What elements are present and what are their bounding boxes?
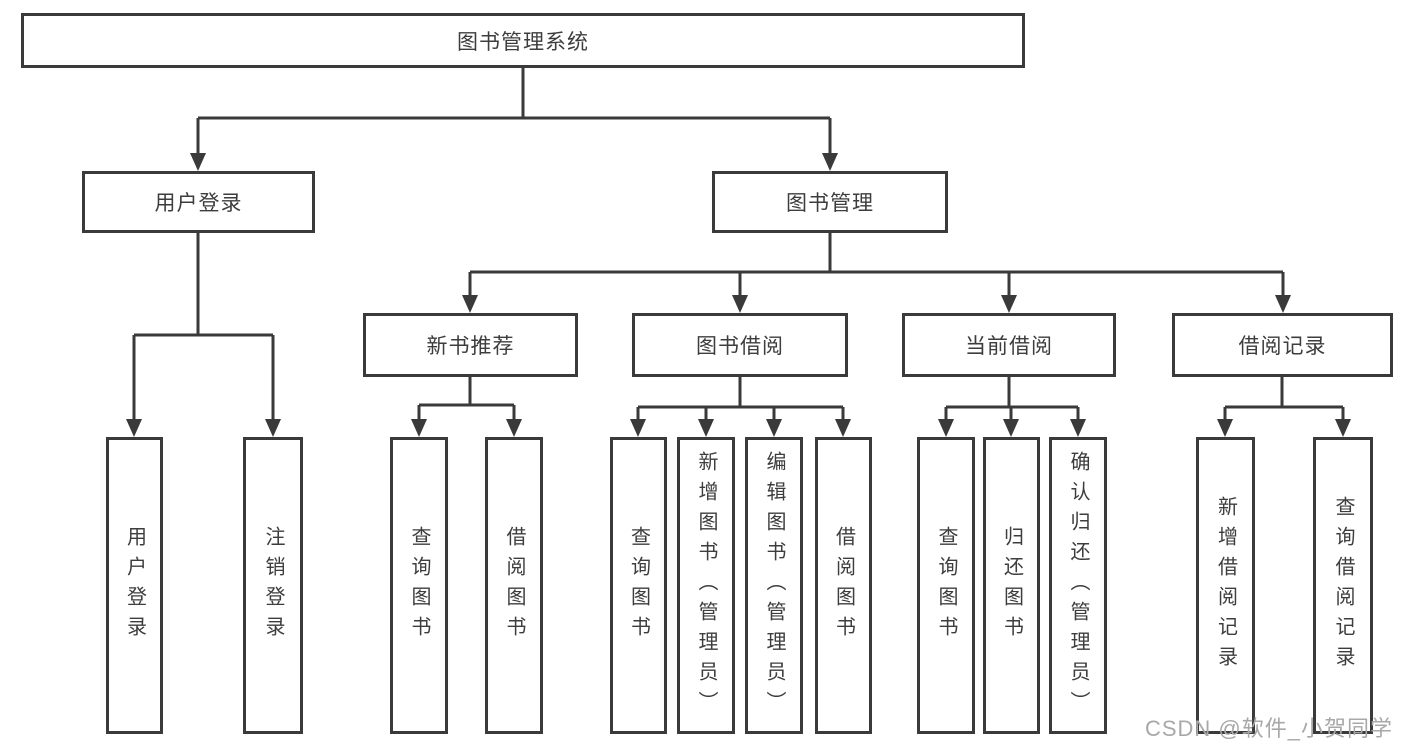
leaf-logout-label: 注销登录 [262,525,284,646]
leaf-edit-book-admin-label: 编辑图书（管理员） [763,450,785,721]
leaf-logout: 注销登录 [243,437,303,734]
leaf-borrow-books-borrowing-label: 借阅图书 [832,525,855,646]
leaf-add-borrow-record: 新增借阅记录 [1196,437,1255,734]
leaf-return-books: 归还图书 [983,437,1040,734]
node-system-root-label: 图书管理系统 [457,30,589,54]
node-new-book-recommendation-label: 新书推荐 [426,335,515,358]
leaf-confirm-return-admin-label: 确认归还（管理员） [1067,450,1089,721]
node-current-borrowing-label: 当前借阅 [965,335,1053,358]
leaf-edit-book-admin: 编辑图书（管理员） [745,437,803,734]
watermark: CSDN @软件_小贺同学 [1144,716,1393,741]
leaf-query-borrow-record: 查询借阅记录 [1313,437,1373,734]
leaf-borrow-books-borrowing: 借阅图书 [815,437,872,734]
leaf-add-borrow-record-label: 新增借阅记录 [1214,495,1237,676]
leaf-borrow-books-recommend-label: 借阅图书 [503,525,525,646]
leaf-query-books-recommend: 查询图书 [390,437,448,734]
node-borrowing-records-label: 借阅记录 [1238,335,1327,358]
leaf-query-books-borrowing-label: 查询图书 [627,525,650,646]
leaf-user-login-label: 用户登录 [123,525,146,646]
node-book-management: 图书管理 [712,171,948,233]
node-borrowing-records: 借阅记录 [1172,313,1393,377]
leaf-confirm-return-admin: 确认归还（管理员） [1049,437,1107,734]
node-book-management-label: 图书管理 [786,192,874,215]
node-current-borrowing: 当前借阅 [902,313,1116,377]
node-new-book-recommendation: 新书推荐 [363,313,578,377]
node-book-borrowing-label: 图书借阅 [696,335,784,358]
leaf-query-books-current-label: 查询图书 [935,525,957,646]
leaf-query-books-borrowing: 查询图书 [610,437,667,734]
node-user-login-label: 用户登录 [154,192,243,215]
leaf-query-books-recommend-label: 查询图书 [408,525,430,646]
leaf-query-borrow-record-label: 查询借阅记录 [1332,495,1354,676]
node-system-root: 图书管理系统 [21,13,1025,68]
leaf-add-book-admin: 新增图书（管理员） [677,437,735,734]
node-user-login: 用户登录 [82,171,315,233]
leaf-borrow-books-recommend: 借阅图书 [485,437,543,734]
leaf-query-books-current: 查询图书 [917,437,975,734]
leaf-user-login: 用户登录 [106,437,163,734]
leaf-return-books-label: 归还图书 [1000,525,1023,646]
leaf-add-book-admin-label: 新增图书（管理员） [695,450,717,721]
node-book-borrowing: 图书借阅 [632,313,848,377]
